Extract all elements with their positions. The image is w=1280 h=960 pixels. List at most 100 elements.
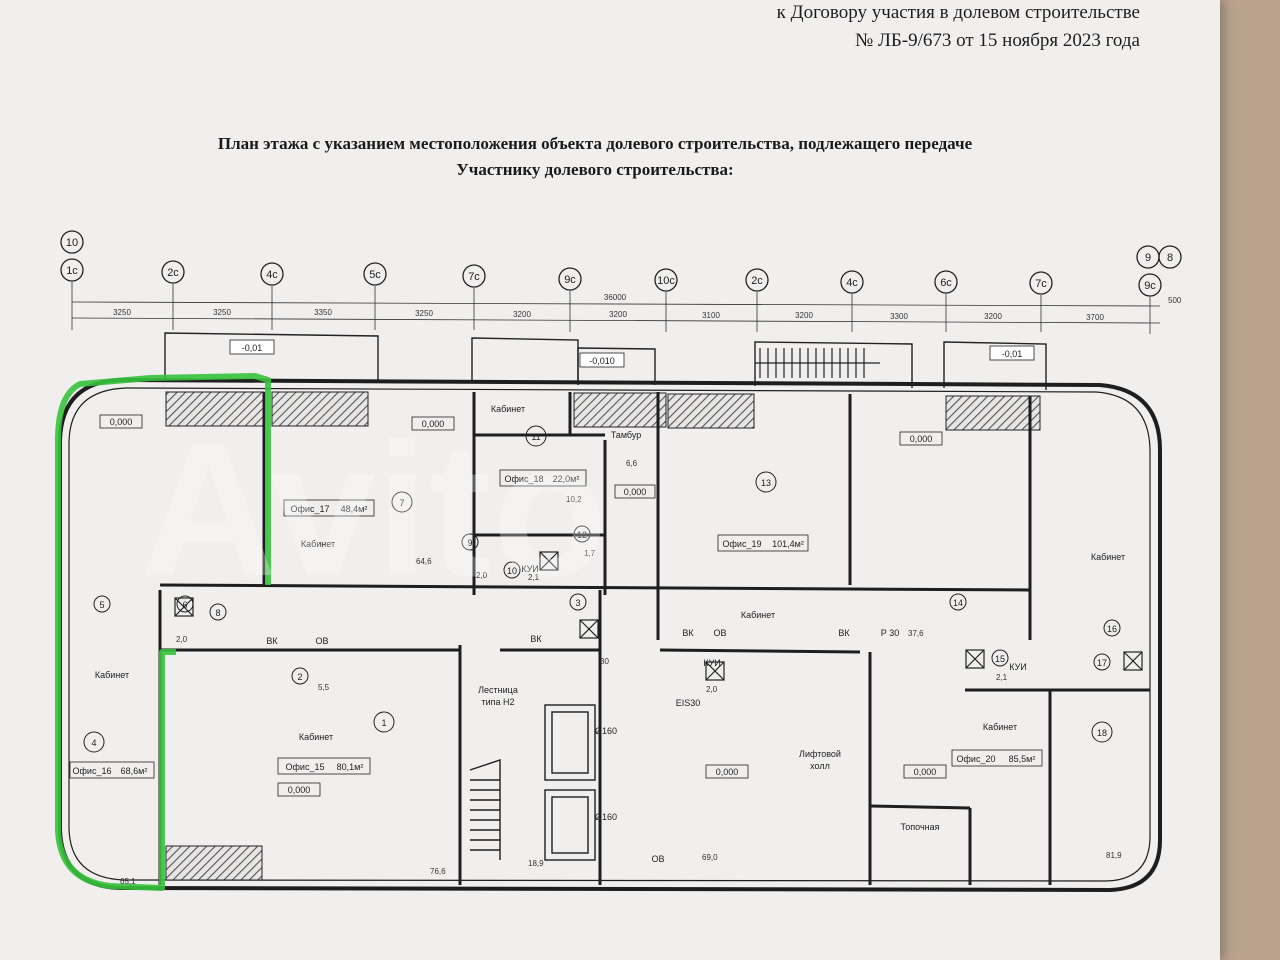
svg-text:Ø160: Ø160 [595, 812, 617, 822]
svg-text:2,0: 2,0 [706, 685, 718, 694]
svg-text:1: 1 [381, 718, 386, 728]
svg-text:ВК: ВК [682, 628, 694, 638]
svg-text:48,4м²: 48,4м² [341, 504, 368, 514]
svg-text:4с: 4с [846, 277, 858, 289]
svg-text:Кабинет: Кабинет [491, 404, 525, 414]
svg-text:18,9: 18,9 [528, 859, 544, 868]
svg-text:3250: 3250 [113, 308, 131, 317]
svg-text:Лифтовой: Лифтовой [799, 749, 841, 759]
svg-text:2,1: 2,1 [528, 573, 540, 582]
svg-text:7: 7 [399, 498, 404, 508]
svg-text:2с: 2с [751, 275, 763, 287]
avito-watermark: Avito [140, 404, 608, 616]
shafts [174, 551, 1143, 681]
svg-text:9: 9 [467, 538, 472, 548]
room-4: 4 Кабинет Офис_16 68,6м² 0,000 [69, 414, 155, 779]
svg-text:ОВ: ОВ [713, 628, 726, 638]
svg-text:Топочная: Топочная [900, 822, 939, 832]
loggias [164, 332, 1047, 390]
svg-text:-0,010: -0,010 [589, 356, 615, 366]
svg-text:КУИ: КУИ [521, 564, 539, 574]
svg-text:80,1м²: 80,1м² [337, 762, 364, 772]
appendix-header-line2: № ЛБ-9/673 от 15 ноября 2023 года [855, 30, 1140, 51]
svg-text:9с: 9с [1144, 280, 1156, 292]
svg-text:14: 14 [953, 598, 963, 608]
svg-text:ВК: ВК [838, 628, 850, 638]
axis-10c: 10с [654, 268, 678, 292]
svg-text:4с: 4с [266, 269, 278, 281]
svg-text:-0,01: -0,01 [242, 343, 263, 353]
svg-text:2с: 2с [167, 267, 179, 279]
svg-text:1,7: 1,7 [584, 549, 596, 558]
misc-labels: Тамбур 0,000 Лестница типа Н2 Лифтовой х… [266, 430, 1125, 864]
axis-extra-label: 10 [66, 237, 78, 249]
svg-text:18: 18 [1097, 728, 1107, 738]
svg-text:2,1: 2,1 [996, 673, 1008, 682]
svg-text:6: 6 [182, 600, 187, 610]
svg-text:3200: 3200 [984, 312, 1002, 321]
svg-text:64,6: 64,6 [416, 557, 432, 566]
svg-text:ОВ: ОВ [651, 854, 664, 864]
svg-text:3200: 3200 [609, 310, 627, 319]
svg-text:37,6: 37,6 [908, 629, 924, 638]
stair-treads-top [755, 348, 880, 378]
room-11: 11 Кабинет Офис_18 22,0м² [491, 404, 587, 487]
span-dimensions: 3250 3250 3350 3250 3200 3200 3100 3200 … [113, 308, 1104, 322]
right-dimension: 500 [1168, 296, 1182, 305]
room-8: 8 [209, 603, 227, 621]
svg-text:КУИ: КУИ [703, 658, 721, 668]
interior-walls [158, 392, 1150, 885]
room-10: 10 [503, 561, 521, 579]
svg-text:68,6м²: 68,6м² [121, 766, 148, 776]
svg-text:3: 3 [575, 598, 580, 608]
svg-text:КУИ: КУИ [1009, 662, 1027, 672]
svg-text:12: 12 [577, 530, 587, 540]
svg-text:6,6: 6,6 [626, 459, 638, 468]
svg-text:Тамбур: Тамбур [611, 430, 642, 440]
room-2: 2 [291, 667, 309, 685]
svg-text:6с: 6с [940, 277, 952, 289]
svg-text:3350: 3350 [314, 308, 332, 317]
svg-text:65,1: 65,1 [120, 877, 136, 886]
svg-text:Офис_20: Офис_20 [957, 754, 996, 764]
svg-text:Офис_18: Офис_18 [505, 474, 544, 484]
appendix-header-line1: к Договору участия в долевом строительст… [776, 2, 1140, 23]
axis-7c: 7с [462, 264, 486, 288]
axis-2c-b: 2с [745, 268, 769, 292]
svg-text:76,6: 76,6 [430, 867, 446, 876]
svg-text:ОВ: ОВ [315, 636, 328, 646]
svg-text:-0,01: -0,01 [1002, 349, 1023, 359]
axis-extra-label: 8 [1167, 252, 1173, 264]
svg-text:Кабинет: Кабинет [983, 722, 1017, 732]
svg-text:3700: 3700 [1086, 313, 1104, 322]
svg-text:Кабинет: Кабинет [741, 610, 775, 620]
elevation-marks: -0,01 -0,010 -0,01 [229, 339, 1035, 368]
dimension-chain [71, 282, 1161, 334]
axis-9c: 9с [558, 267, 582, 291]
svg-text:10,2: 10,2 [566, 495, 582, 504]
svg-text:1с: 1с [66, 265, 78, 277]
room-5: 5 [93, 595, 111, 613]
axis-6c: 6с [934, 270, 958, 294]
svg-text:0,000: 0,000 [914, 767, 937, 777]
svg-text:7с: 7с [1035, 278, 1047, 290]
svg-text:ВК: ВК [266, 636, 278, 646]
svg-text:Офис_17: Офис_17 [291, 504, 330, 514]
svg-text:Ø160: Ø160 [595, 726, 617, 736]
svg-text:0,000: 0,000 [110, 417, 133, 427]
room-1: 1 Кабинет Офис_15 80,1м² 0,000 [277, 711, 395, 797]
svg-text:Кабинет: Кабинет [95, 670, 129, 680]
svg-text:Лестница: Лестница [478, 685, 518, 695]
highlighted-object [55, 373, 271, 891]
axis-5c: 5с [363, 262, 387, 286]
svg-text:8: 8 [215, 608, 220, 618]
svg-text:Офис_19: Офис_19 [723, 539, 762, 549]
svg-text:16: 16 [1107, 624, 1117, 634]
svg-text:Кабинет: Кабинет [1091, 552, 1125, 562]
room-18: 18 Кабинет Офис_20 85,5м² 0,000 [903, 721, 1113, 779]
svg-text:85,5м²: 85,5м² [1009, 754, 1036, 764]
axis-7c-b: 7с [1029, 271, 1053, 295]
axis-4c: 4с [260, 262, 284, 286]
svg-text:101,4м²: 101,4м² [772, 539, 804, 549]
svg-text:2: 2 [297, 672, 302, 682]
